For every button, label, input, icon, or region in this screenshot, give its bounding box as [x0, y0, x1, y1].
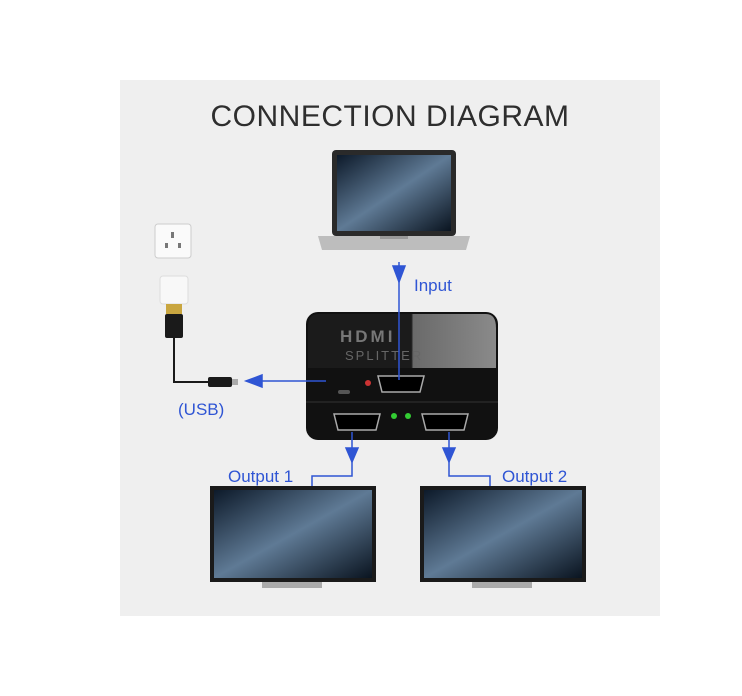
wall-outlet-icon	[154, 223, 192, 259]
output-2-label: Output 2	[502, 467, 568, 486]
usb-label: (USB)	[178, 400, 225, 419]
device-name: SPLITTER	[345, 348, 423, 363]
tv-monitor-2-icon	[420, 486, 586, 588]
device-brand-logo: HDMI	[340, 327, 395, 346]
output-1-label: Output 1	[228, 467, 294, 486]
hdmi-input-port	[377, 375, 425, 393]
hdmi-output-port-2	[421, 413, 469, 431]
hdmi-output-port-1	[333, 413, 381, 431]
tv-monitor-1-icon	[210, 486, 376, 588]
micro-usb-port	[338, 390, 350, 394]
connection-arrows	[243, 262, 491, 486]
diagram-title: CONNECTION DIAGRAM	[210, 100, 570, 133]
hdmi-splitter-device: HDMI SPLITTER	[306, 312, 498, 440]
power-led	[365, 380, 371, 386]
usb-power-adapter-icon	[159, 275, 238, 387]
laptop-icon	[318, 150, 470, 250]
input-label: Input	[414, 276, 452, 295]
